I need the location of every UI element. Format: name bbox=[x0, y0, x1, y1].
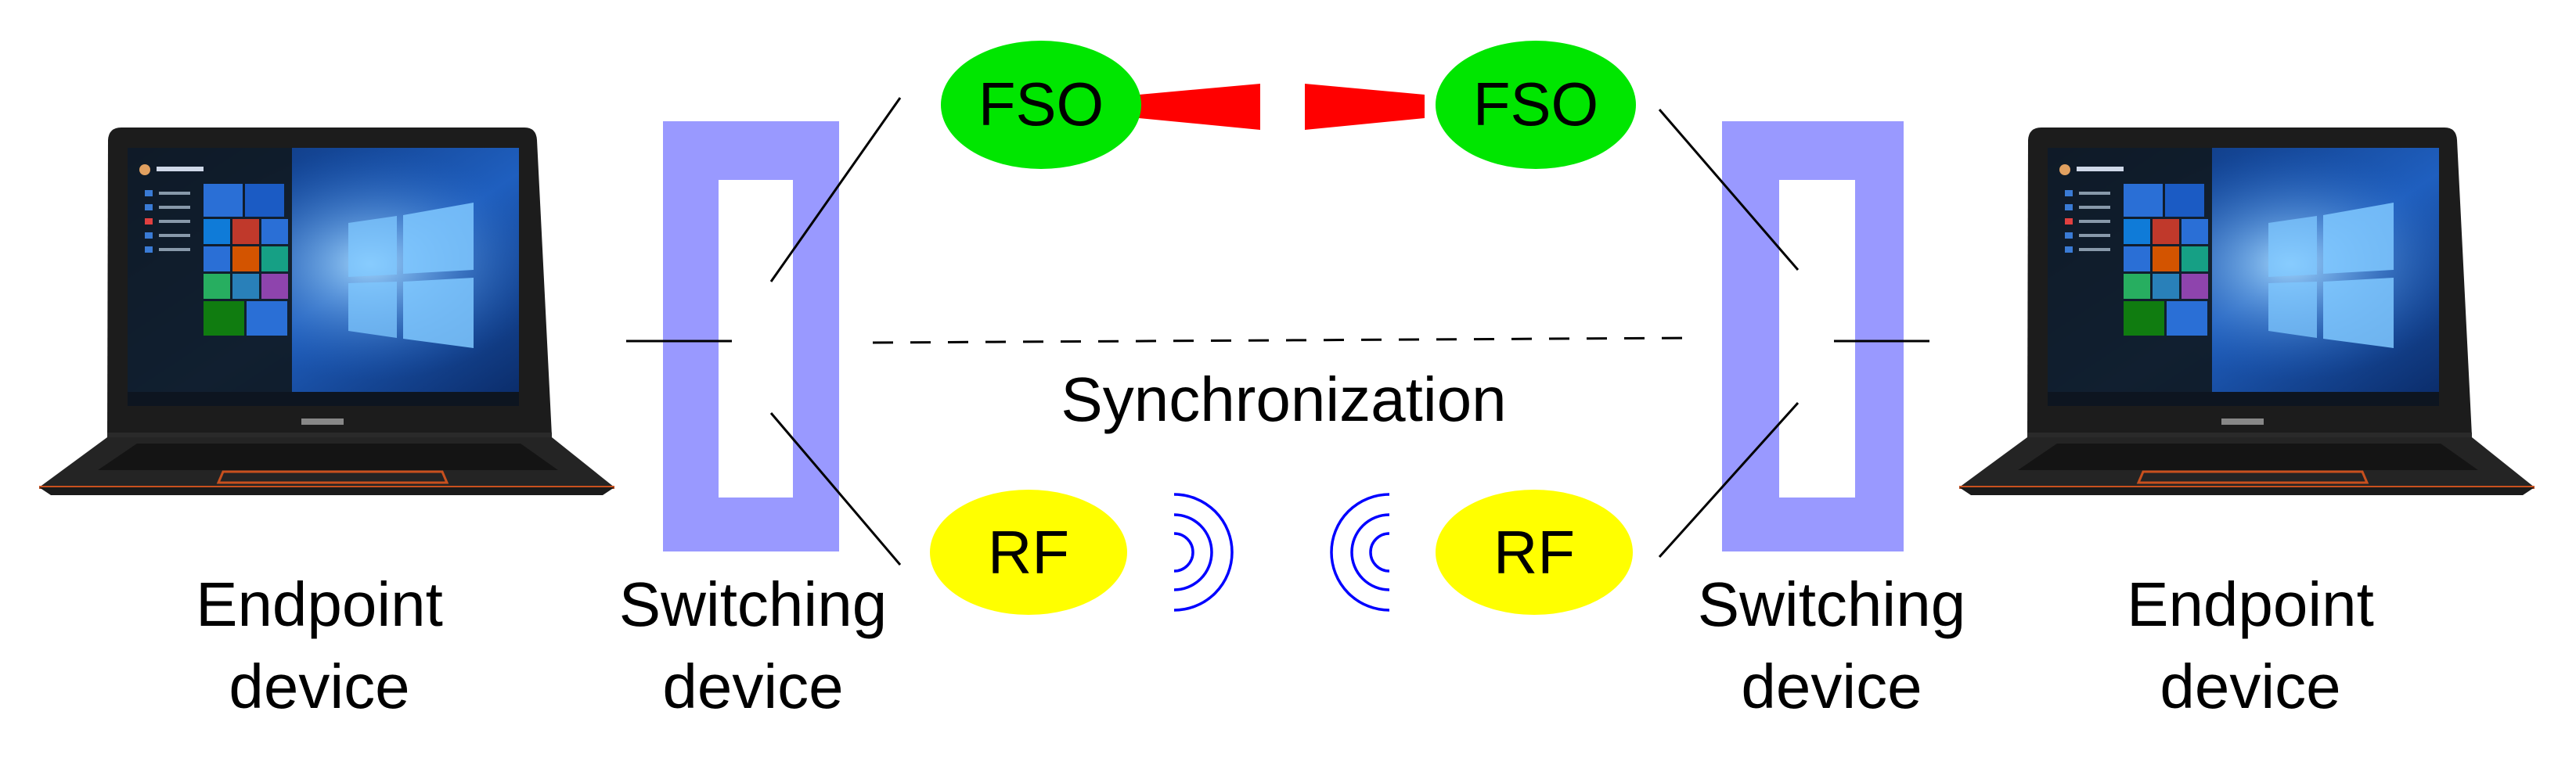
switch-right-label-line2: device bbox=[1741, 652, 1922, 721]
rf-label: RF bbox=[988, 518, 1069, 587]
link-left-switch-fso bbox=[769, 97, 902, 282]
switch-left-label: Switching device bbox=[619, 569, 887, 721]
rf-wave-icon bbox=[1330, 493, 1391, 612]
endpoint-right-label-line1: Endpoint bbox=[2127, 569, 2374, 639]
switching-device-left-frame bbox=[663, 121, 839, 551]
laser-beam-icon bbox=[1139, 84, 1260, 130]
fso-node-right: FSO bbox=[1436, 41, 1636, 169]
laptop-icon bbox=[38, 126, 616, 497]
rf-node-left: RF bbox=[930, 490, 1127, 615]
connection-lines bbox=[626, 97, 1929, 566]
switch-left-label-line1: Switching bbox=[619, 569, 887, 639]
endpoint-device-right bbox=[1958, 126, 2536, 497]
fso-node-left: FSO bbox=[941, 41, 1141, 169]
rf-label: RF bbox=[1493, 518, 1575, 587]
endpoint-device-left bbox=[38, 126, 616, 497]
switching-device-right-frame bbox=[1722, 121, 1904, 551]
rf-wave-icon bbox=[1173, 493, 1234, 612]
synchronization-label: Synchronization bbox=[1061, 365, 1506, 434]
sync-dashed-line bbox=[872, 336, 1692, 344]
rf-node-right: RF bbox=[1436, 490, 1633, 615]
endpoint-left-label: Endpoint device bbox=[196, 569, 443, 721]
fso-label: FSO bbox=[978, 70, 1104, 138]
link-right-rf-switch bbox=[1658, 401, 1800, 559]
endpoint-left-label-line1: Endpoint bbox=[196, 569, 443, 639]
endpoint-right-label-line2: device bbox=[2160, 652, 2340, 721]
endpoint-left-label-line2: device bbox=[229, 652, 409, 721]
link-left-switch-rf bbox=[769, 412, 902, 566]
laptop-icon bbox=[1958, 126, 2536, 497]
switch-right-label-line1: Switching bbox=[1698, 569, 1965, 639]
laser-beam-icon bbox=[1305, 84, 1425, 130]
fso-label: FSO bbox=[1473, 70, 1598, 138]
link-right-fso-switch bbox=[1658, 109, 1800, 271]
switch-right-label: Switching device bbox=[1698, 569, 1965, 721]
switch-left-label-line2: device bbox=[662, 652, 843, 721]
endpoint-right-label: Endpoint device bbox=[2127, 569, 2374, 721]
